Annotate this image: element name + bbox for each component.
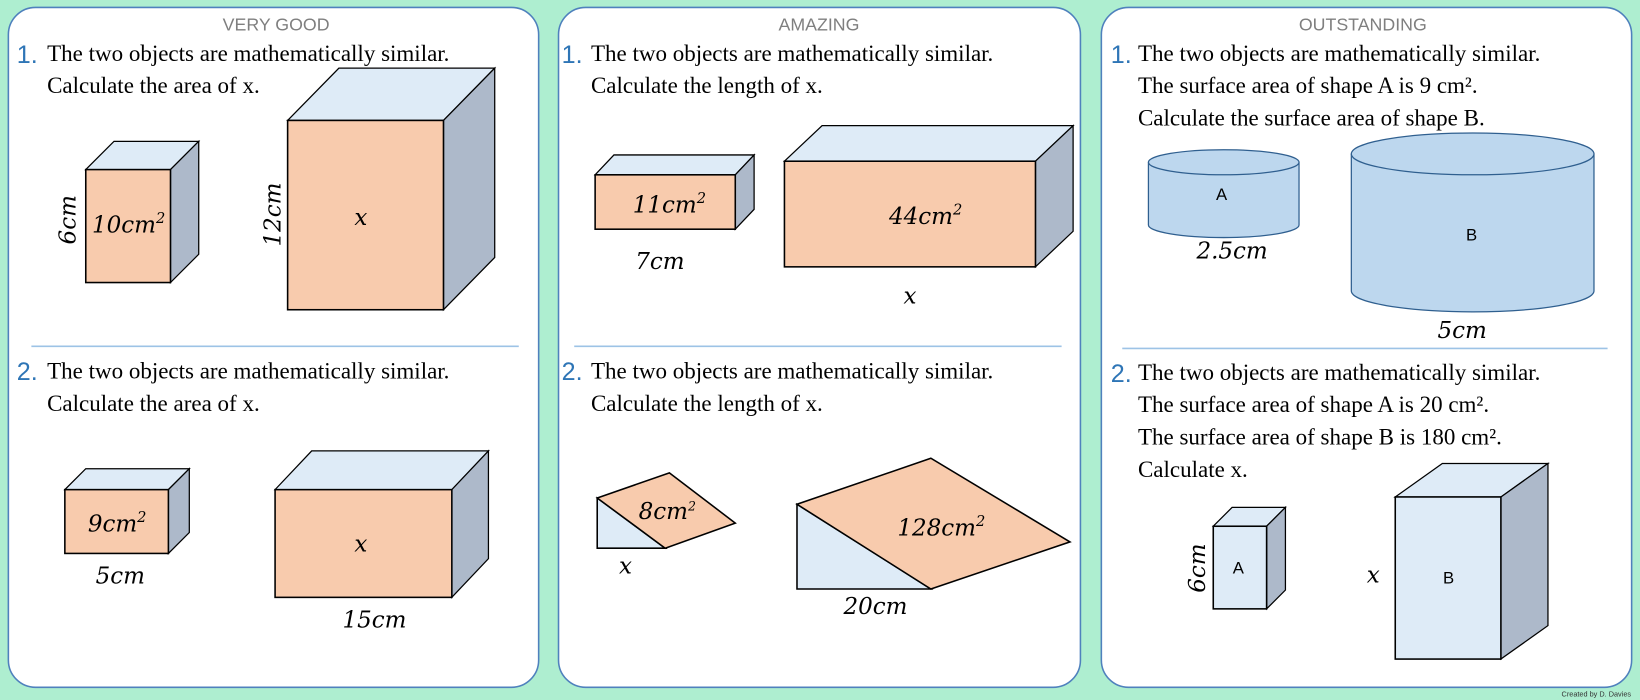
question-number: 1.	[562, 41, 583, 69]
height-label: 6cm	[55, 195, 81, 244]
shape-b-label: B	[1466, 226, 1477, 245]
shape-b-label: B	[1443, 569, 1454, 588]
area-label: 8cm2	[639, 499, 696, 525]
small-cuboid	[84, 139, 201, 285]
cylinder-a	[1147, 149, 1300, 239]
cylinder-b	[1350, 132, 1595, 313]
area-label: 11cm2	[633, 190, 706, 218]
panel-heading: AMAZING	[778, 14, 859, 34]
area-label: 44cm2	[888, 202, 962, 230]
question-2: 2. The two objects are mathematically si…	[17, 358, 490, 634]
question-text: The two objects are mathematically simil…	[591, 40, 993, 66]
question-2: 2. The two objects are mathematically si…	[562, 358, 1072, 620]
question-1: 1. The two objects are mathematically si…	[562, 40, 1075, 309]
small-prism-a	[1211, 505, 1287, 611]
question-number: 2.	[562, 358, 583, 386]
question-number: 2.	[17, 358, 38, 386]
question-text: The surface area of shape A is 9 cm².	[1138, 72, 1478, 98]
question-text: The surface area of shape A is 20 cm².	[1138, 391, 1489, 417]
panel-heading: OUTSTANDING	[1299, 14, 1427, 34]
question-number: 1.	[1111, 41, 1132, 69]
small-wedge	[595, 472, 737, 550]
width-label: 20cm	[842, 594, 907, 620]
panel-heading: VERY GOOD	[223, 14, 330, 34]
question-text: The surface area of shape B is 180 cm².	[1138, 424, 1502, 450]
small-cuboid	[593, 153, 756, 231]
height-label: 12cm	[260, 183, 286, 247]
question-1: 1. The two objects are mathematically si…	[17, 40, 497, 312]
shape-a-label: A	[1216, 185, 1228, 204]
question-text: Calculate x.	[1138, 456, 1248, 482]
width-label: 15cm	[342, 608, 406, 634]
large-cuboid	[782, 124, 1075, 269]
question-text: The two objects are mathematically simil…	[47, 40, 449, 66]
question-text: Calculate the surface area of shape B.	[1138, 105, 1485, 131]
question-text: The two objects are mathematically simil…	[1138, 359, 1540, 385]
question-text: The two objects are mathematically simil…	[47, 358, 449, 384]
question-text: The two objects are mathematically simil…	[591, 358, 993, 384]
width-label: 5cm	[96, 564, 145, 590]
unknown-area-label: x	[354, 205, 367, 231]
width-label: 7cm	[635, 249, 684, 275]
large-wedge	[795, 457, 1072, 590]
height-label: 6cm	[1185, 543, 1211, 592]
question-text: The two objects are mathematically simil…	[1138, 40, 1540, 66]
unknown-height-label: x	[1367, 563, 1380, 589]
question-text: Calculate the area of x.	[47, 72, 260, 98]
question-1: 1. The two objects are mathematically si…	[1111, 40, 1595, 344]
area-label: 128cm2	[897, 513, 985, 541]
unknown-length-label: x	[903, 283, 916, 309]
unknown-area-label: x	[354, 531, 367, 557]
shape-a-label: A	[1233, 558, 1245, 577]
width-label: 5cm	[1438, 318, 1487, 344]
question-text: Calculate the area of x.	[47, 390, 260, 416]
small-cuboid	[63, 467, 191, 555]
question-number: 2.	[1111, 360, 1132, 388]
large-prism-b	[1393, 462, 1550, 661]
large-cuboid	[273, 449, 490, 599]
question-number: 1.	[17, 41, 38, 69]
unknown-length-label: x	[619, 553, 632, 579]
large-cuboid	[286, 66, 497, 312]
width-label: 2.5cm	[1195, 238, 1267, 264]
credit-text: Created by D. Davies	[1562, 690, 1632, 699]
question-text: Calculate the length of x.	[591, 72, 823, 98]
area-label: 9cm2	[88, 509, 147, 537]
question-2: 2. The two objects are mathematically si…	[1111, 359, 1550, 661]
question-text: Calculate the length of x.	[591, 390, 823, 416]
area-label: 10cm2	[92, 210, 165, 238]
